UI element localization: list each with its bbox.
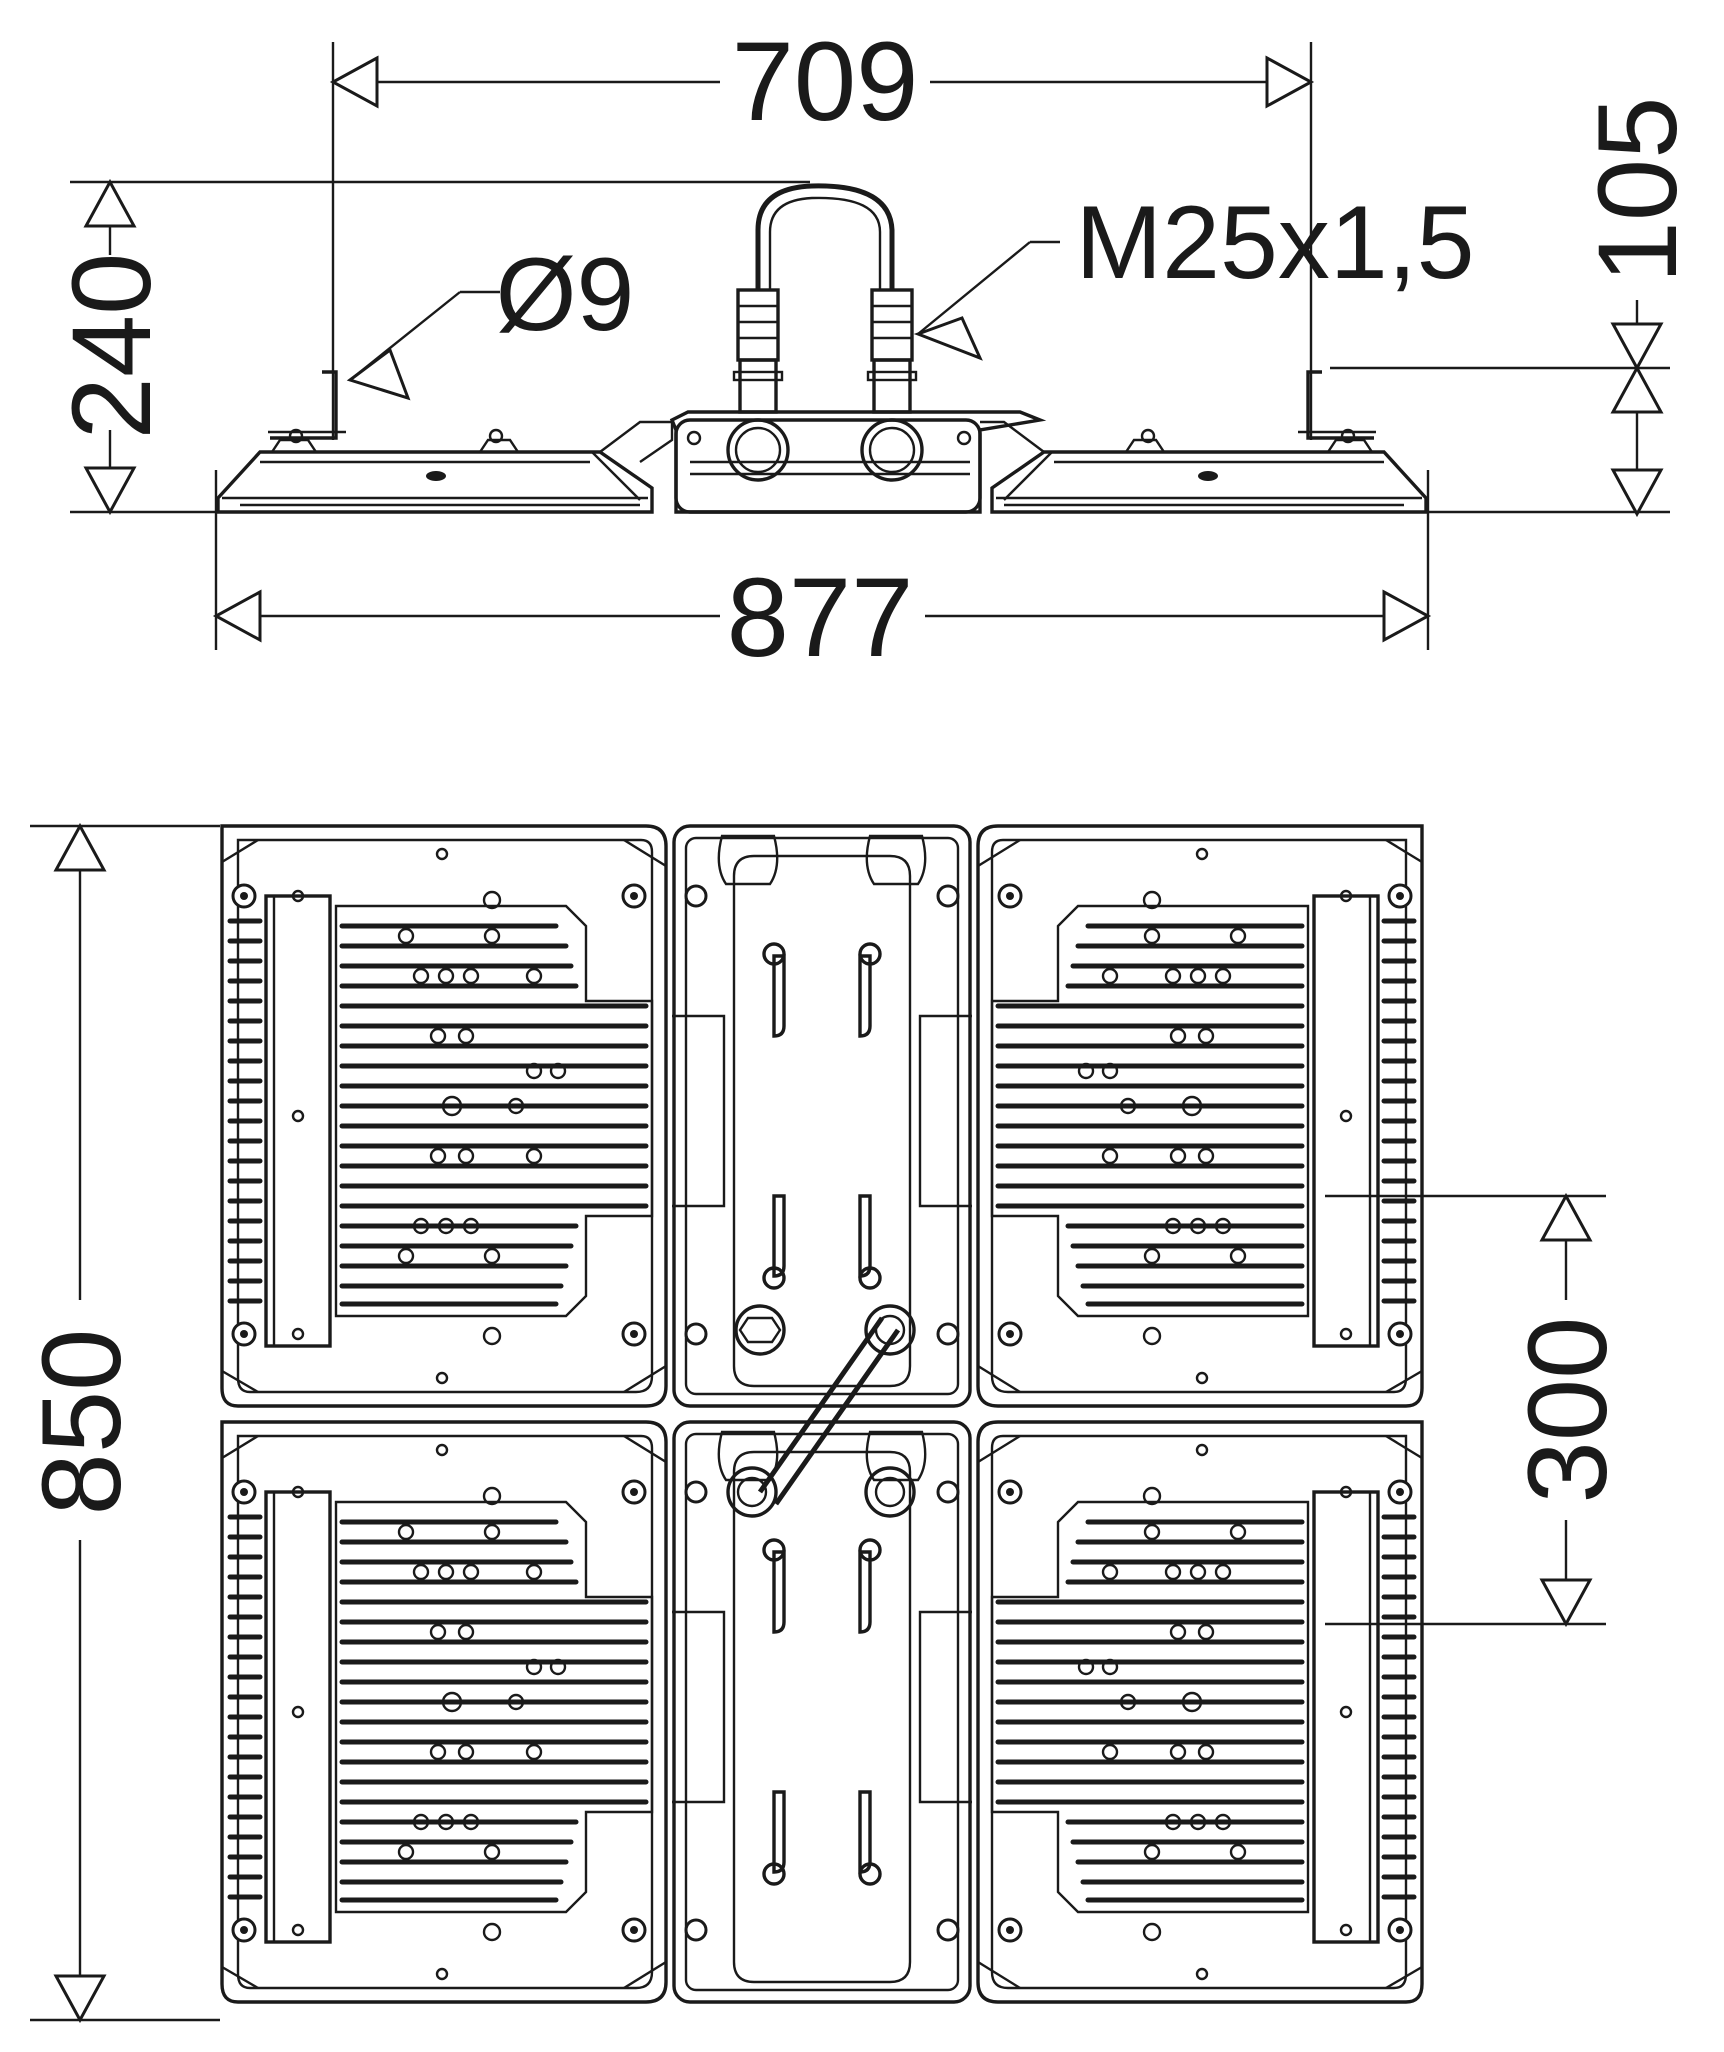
dimension-105-label: 105 xyxy=(1575,97,1700,284)
module-bottom-right xyxy=(978,1422,1422,2002)
dimension-hole-label: Ø9 xyxy=(496,237,635,353)
side-right-wing xyxy=(980,370,1428,514)
module-top-left xyxy=(222,826,666,1406)
dimension-850-label: 850 xyxy=(19,1329,144,1516)
side-left-wing xyxy=(216,370,674,514)
module-top-right xyxy=(978,826,1422,1406)
dimension-709-label: 709 xyxy=(732,19,919,144)
module-bottom-left xyxy=(222,1422,666,2002)
connecting-cable xyxy=(726,1304,916,1518)
top-view: 850 300 xyxy=(19,824,1630,2022)
dimension-thread-label: M25x1,5 xyxy=(1076,185,1475,301)
side-view: 709 877 240 105 Ø9 M25x1,5 xyxy=(49,19,1700,680)
dimension-877-label: 877 xyxy=(727,555,914,680)
dimension-240-label: 240 xyxy=(49,253,174,440)
dimension-300-label: 300 xyxy=(1505,1317,1630,1504)
center-box-top xyxy=(670,824,974,1408)
center-box-bottom xyxy=(670,1420,974,2004)
side-center-box xyxy=(669,183,1047,514)
